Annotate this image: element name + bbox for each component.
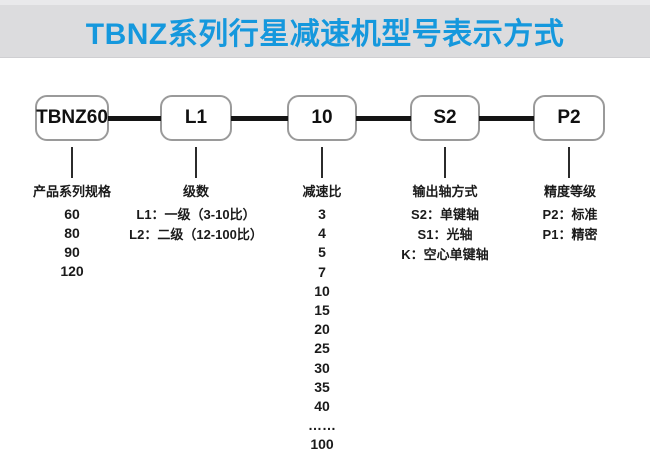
connector-line (108, 116, 161, 121)
model-box-shaft-label: S2 (433, 107, 457, 128)
ratio-item: 25 (314, 340, 330, 357)
stem-line (568, 147, 570, 178)
model-box-stage-label: L1 (184, 107, 208, 128)
connector-line (479, 116, 534, 121)
ratio-item: 15 (314, 302, 330, 319)
ratio-item: 35 (314, 378, 330, 395)
model-box-shaft: S2 (410, 95, 480, 141)
ratio-item: 3 (318, 206, 326, 222)
stage-option-item: L1：一级（3-10比） (136, 207, 256, 222)
ratio-item: 20 (314, 321, 330, 338)
ratio-item: 4 (318, 225, 326, 242)
shaft-option-item: S1：光轴 (417, 227, 473, 242)
column-stage-header: 级数 (182, 184, 209, 199)
precision-option-item: P1：精密 (542, 227, 598, 242)
series-size-item: 90 (64, 244, 80, 260)
column-ratio-header: 减速比 (302, 184, 342, 199)
shaft-option-item: S2：单键轴 (411, 207, 479, 222)
connector-line (231, 116, 288, 121)
precision-option-item: P2：标准 (542, 207, 598, 222)
model-box-series: TBNZ60 (35, 95, 109, 141)
model-box-precision: P2 (533, 95, 605, 141)
column-series-spec-header: 产品系列规格 (32, 184, 111, 199)
series-size-item: 60 (64, 206, 80, 222)
stem-line (444, 147, 446, 178)
column-stage: 级数 L1：一级（3-10比） L2：二级（12-100比） (106, 181, 286, 245)
page-title: TBNZ系列行星减速机型号表示方式 (85, 18, 565, 51)
series-size-item: 120 (60, 263, 84, 279)
ratio-ellipsis: …… (308, 417, 336, 434)
model-box-stage: L1 (160, 95, 232, 141)
series-size-item: 80 (64, 225, 80, 241)
ratio-item: 5 (318, 244, 326, 261)
ratio-item: 30 (314, 359, 330, 376)
ratio-item: 40 (314, 398, 330, 415)
model-box-ratio: 10 (287, 95, 357, 141)
model-box-precision-label: P2 (557, 107, 581, 128)
stem-line (195, 147, 197, 178)
shaft-option-item: K：空心单键轴 (401, 247, 489, 262)
column-ratio: 减速比 3 4 5 7 10 15 20 25 30 35 40 …… 100 (272, 181, 372, 455)
stem-line (71, 147, 73, 178)
column-precision: 精度等级 P2：标准 P1：精密 (500, 181, 640, 245)
column-output-shaft: 输出轴方式 S2：单键轴 S1：光轴 K：空心单键轴 (365, 181, 525, 265)
ratio-item: 7 (318, 263, 326, 280)
column-series-spec: 产品系列规格 60 80 90 120 (2, 181, 142, 281)
ratio-item: 10 (314, 282, 330, 299)
column-output-shaft-header: 输出轴方式 (412, 184, 478, 199)
stem-line (321, 147, 323, 178)
column-precision-header: 精度等级 (543, 184, 596, 199)
model-box-series-label: TBNZ60 (36, 107, 108, 128)
connector-line (356, 116, 411, 121)
header-top-strip (0, 0, 650, 5)
model-box-ratio-label: 10 (311, 107, 333, 128)
ratio-item: 100 (310, 436, 334, 453)
title-bar: TBNZ系列行星减速机型号表示方式 (0, 5, 650, 58)
stage-option-item: L2：二级（12-100比） (129, 227, 263, 242)
